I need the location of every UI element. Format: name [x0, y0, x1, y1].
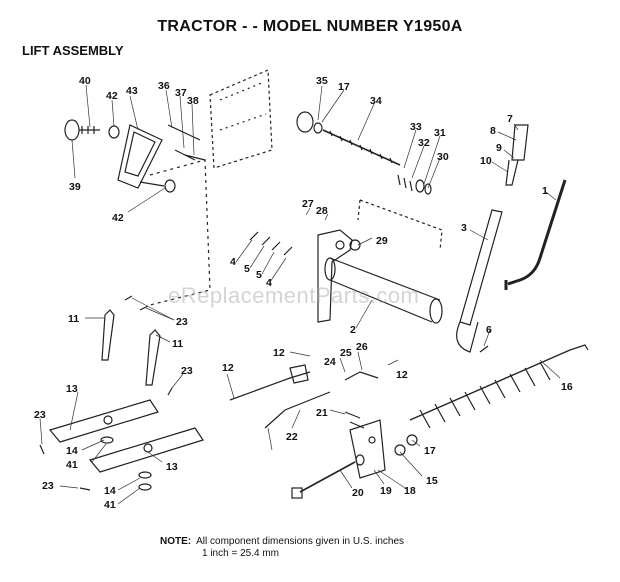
callout-23: 23 — [176, 316, 188, 328]
note-line-2: 1 inch = 25.4 mm — [202, 548, 279, 559]
callout-6: 6 — [486, 324, 492, 336]
callout-5b: 5 — [256, 269, 262, 281]
spring — [397, 174, 413, 192]
callout-27: 27 — [302, 198, 314, 210]
spring-bracket — [349, 419, 386, 479]
callout-38: 38 — [187, 95, 199, 107]
callout-16: 16 — [561, 381, 573, 393]
lift-arm-lower — [88, 427, 204, 473]
callout-11: 11 — [68, 313, 79, 325]
callout-10: 10 — [480, 155, 492, 167]
pivot-bracket — [317, 229, 353, 323]
callout-14b: 14 — [104, 485, 116, 497]
callout-34: 34 — [370, 95, 382, 107]
callout-30: 30 — [437, 151, 449, 163]
callout-14: 14 — [66, 445, 78, 457]
callout-9: 9 — [496, 142, 502, 154]
callout-12c: 12 — [222, 362, 234, 374]
callout-17b: 17 — [424, 445, 436, 457]
dimension-note: NOTE: All component dimensions given in … — [160, 536, 404, 560]
callout-39: 39 — [69, 181, 81, 193]
section-title: LIFT ASSEMBLY — [22, 43, 124, 58]
callout-43: 43 — [126, 85, 138, 97]
callout-42b: 42 — [112, 212, 124, 224]
callout-31: 31 — [434, 127, 446, 139]
callout-41b: 41 — [104, 499, 116, 511]
callout-21: 21 — [316, 407, 328, 419]
lift-link-right — [145, 329, 161, 386]
lift-link-left — [101, 309, 115, 361]
callout-42: 42 — [106, 90, 118, 102]
callout-12b: 12 — [396, 369, 408, 381]
link-rod-upper — [229, 371, 311, 401]
callout-19: 19 — [380, 485, 392, 497]
callout-11b: 11 — [172, 338, 183, 350]
callout-8: 8 — [490, 125, 496, 137]
link-rod-lower — [264, 391, 331, 429]
adjust-knob — [296, 111, 314, 133]
callout-23d: 23 — [42, 480, 54, 492]
callout-17: 17 — [338, 81, 350, 93]
pivot-bolt — [299, 461, 356, 493]
mounting-plate — [209, 69, 273, 169]
callout-20: 20 — [352, 487, 364, 499]
callout-41: 41 — [66, 459, 78, 471]
callout-15: 15 — [426, 475, 438, 487]
callout-33: 33 — [410, 121, 422, 133]
knob — [64, 119, 80, 141]
callout-13b: 13 — [166, 461, 178, 473]
callout-29: 29 — [376, 235, 388, 247]
callout-25: 25 — [340, 347, 352, 359]
callout-40: 40 — [79, 75, 91, 87]
note-line-1: All component dimensions given in U.S. i… — [196, 536, 405, 547]
lever-tube — [459, 209, 503, 326]
callout-1: 1 — [542, 185, 548, 197]
callout-12: 12 — [273, 347, 285, 359]
callout-5: 5 — [244, 263, 250, 275]
callout-36: 36 — [158, 80, 170, 92]
callout-23c: 23 — [34, 409, 46, 421]
triangle-guide — [117, 124, 163, 189]
callout-18: 18 — [404, 485, 416, 497]
watermark: eReplacementParts.com — [168, 283, 420, 308]
lift-arm-upper — [48, 399, 159, 443]
callout-23b: 23 — [181, 365, 193, 377]
note-label: NOTE: — [160, 536, 192, 547]
callout-37: 37 — [175, 87, 187, 99]
page-title: TRACTOR - - MODEL NUMBER Y1950A — [157, 18, 463, 35]
callout-24: 24 — [324, 356, 336, 368]
frame-outline — [149, 159, 211, 306]
callout-26: 26 — [356, 341, 368, 353]
assist-spring — [409, 349, 571, 421]
callout-2: 2 — [350, 324, 356, 336]
washer — [108, 125, 120, 139]
callout-7: 7 — [507, 113, 513, 125]
callout-22: 22 — [286, 431, 298, 443]
cross-shaft — [329, 257, 441, 323]
callout-4: 4 — [230, 256, 236, 268]
callout-35: 35 — [316, 75, 328, 87]
callout-28: 28 — [316, 205, 328, 217]
lift-lever — [507, 179, 567, 286]
callout-4b: 4 — [266, 277, 272, 289]
callout-3: 3 — [461, 222, 467, 234]
threaded-sleeve — [511, 124, 529, 161]
callout-32: 32 — [418, 137, 430, 149]
callout-13: 13 — [66, 383, 78, 395]
